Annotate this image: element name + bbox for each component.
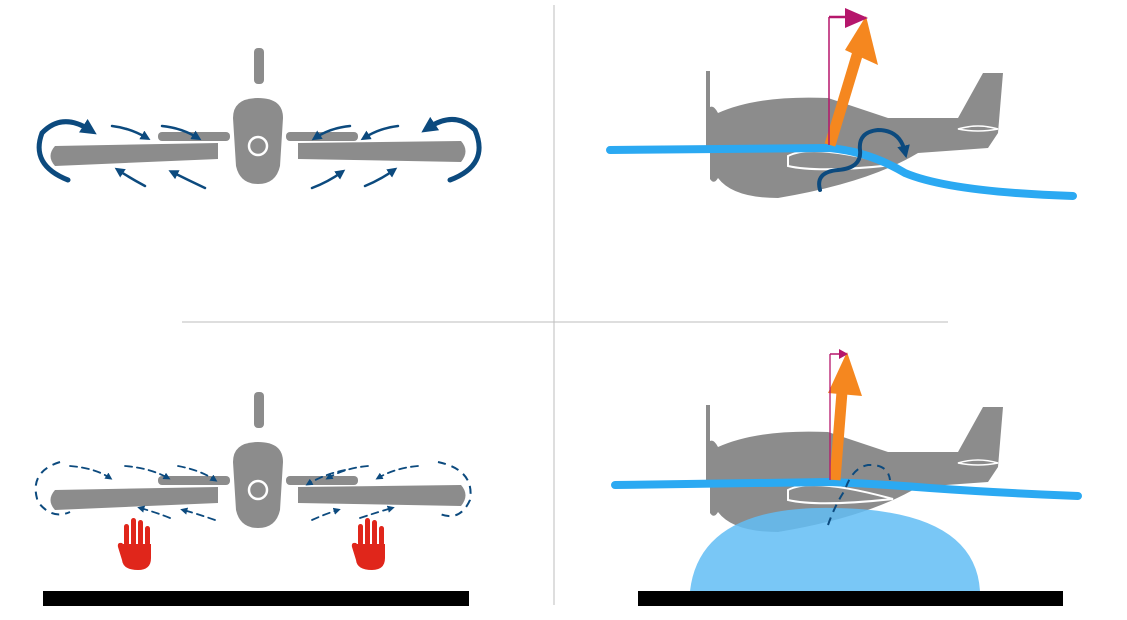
aircraft-front-view xyxy=(49,390,467,530)
weakened-downwash-vortex xyxy=(827,463,891,526)
induced-drag-arrow xyxy=(829,349,848,480)
lift-vector-arrow xyxy=(824,16,878,147)
wingtip-vortex-right xyxy=(421,116,482,183)
ground-surface xyxy=(638,591,1063,606)
airflow-stream xyxy=(606,143,1077,200)
induced-drag-arrow xyxy=(828,8,868,145)
aircraft-front-view xyxy=(49,46,467,186)
weakened-vortex-left xyxy=(34,461,71,516)
ground-surface xyxy=(43,591,469,606)
panel-top-left xyxy=(36,46,482,190)
hand-icon xyxy=(351,518,385,570)
spanwise-flow-arrows xyxy=(110,124,400,190)
airflow-stream xyxy=(611,477,1082,500)
wingtip-vortex-left xyxy=(36,118,97,183)
aircraft-side-view xyxy=(705,70,1004,199)
weakened-vortex-right xyxy=(437,461,472,518)
lift-vector-arrow xyxy=(828,352,862,481)
panel-top-right xyxy=(606,8,1077,200)
hand-icon xyxy=(117,518,151,570)
downwash-vortex xyxy=(817,127,910,192)
spanwise-flow-arrows xyxy=(69,465,419,521)
panel-bottom-right xyxy=(611,349,1082,606)
panel-bottom-left xyxy=(34,390,472,606)
ground-air-cushion xyxy=(690,507,980,591)
